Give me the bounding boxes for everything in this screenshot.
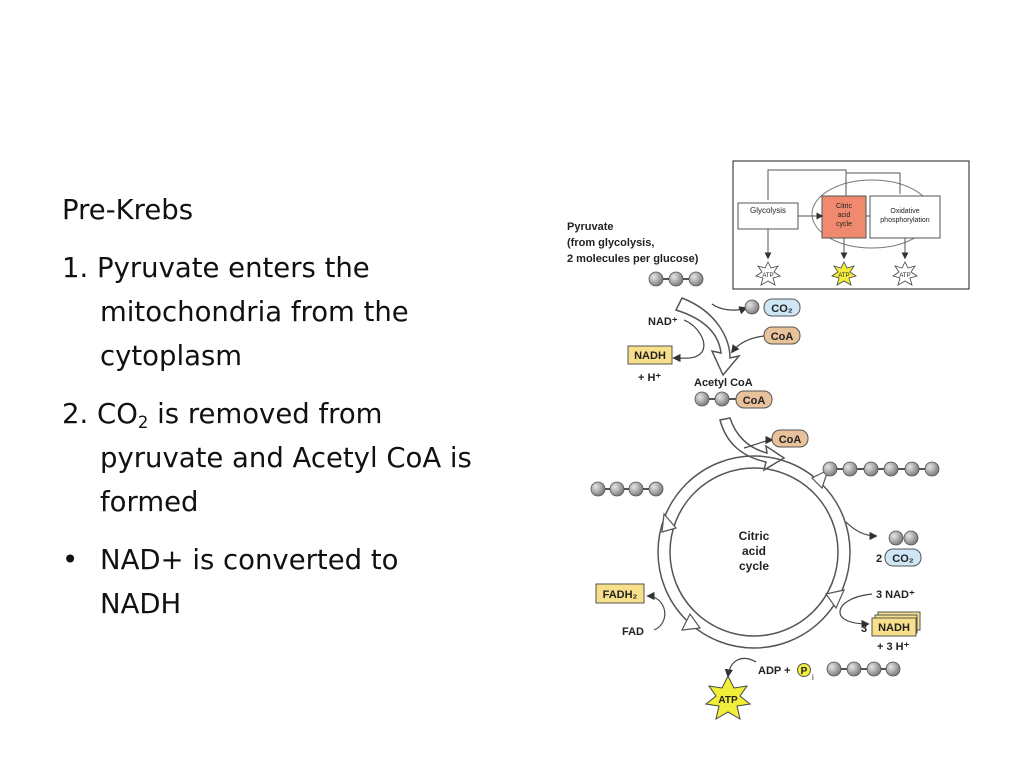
svg-text:ADP +: ADP + [758, 665, 791, 677]
svg-text:3 NAD⁺: 3 NAD⁺ [876, 589, 915, 601]
svg-text:CoA: CoA [743, 395, 766, 407]
svg-text:NADH: NADH [878, 622, 910, 634]
svg-text:ATP: ATP [762, 273, 773, 279]
svg-text:ATP: ATP [899, 273, 910, 279]
svg-text:Citric: Citric [739, 529, 770, 543]
svg-text:cycle: cycle [739, 559, 769, 573]
svg-text:Acetyl CoA: Acetyl CoA [694, 377, 753, 389]
co2-badge [884, 548, 922, 567]
atp-star-icon [704, 674, 752, 721]
svg-text:NADH: NADH [634, 350, 666, 362]
list-item-2: 2. CO2 is removed from pyruvate and Acet… [62, 398, 472, 518]
item-number: 1. [62, 252, 89, 284]
svg-text:Citric: Citric [836, 203, 852, 210]
list-item-1: 1. Pyruvate enters the mitochondria from… [62, 252, 409, 372]
pyruvate-label: Pyruvate [567, 221, 613, 233]
svg-text:CoA: CoA [771, 331, 794, 343]
pyruvate-molecule [648, 271, 704, 287]
svg-text:i: i [812, 673, 814, 682]
conversion-arrow [674, 297, 742, 377]
coa-badge [771, 429, 809, 448]
co2-badge [763, 298, 801, 317]
svg-text:phosphorylation: phosphorylation [880, 217, 930, 224]
carbon-atom [888, 530, 904, 546]
svg-text:Glycolysis: Glycolysis [750, 206, 786, 215]
fadh2-box [595, 583, 645, 604]
heading: Pre-Krebs [62, 194, 194, 226]
svg-text:P: P [801, 666, 808, 677]
inset-overview: Glycolysis Citric acid cycle Oxidative p… [732, 160, 970, 290]
svg-text:acid: acid [742, 544, 766, 558]
svg-text:2 molecules per glucose): 2 molecules per glucose) [567, 253, 699, 265]
four-carbon-molecule [826, 661, 901, 677]
four-carbon-molecule [590, 481, 664, 497]
svg-text:(from glycolysis,: (from glycolysis, [567, 237, 654, 249]
svg-text:CoA: CoA [779, 434, 802, 446]
svg-text:2: 2 [876, 553, 882, 565]
nadh-box [871, 617, 917, 637]
svg-text:FADH₂: FADH₂ [603, 589, 638, 601]
svg-text:NAD⁺: NAD⁺ [648, 316, 678, 328]
item-number: 2. [62, 398, 89, 430]
svg-text:CO₂: CO₂ [892, 553, 914, 565]
slide-text: Pre-Krebs 1. Pyruvate enters the mitocho… [62, 188, 482, 640]
svg-text:+ H⁺: + H⁺ [638, 372, 661, 384]
acetyl-coa-molecule: CoA [694, 390, 773, 409]
atp-star-icon [831, 261, 857, 286]
coa-badge [763, 326, 801, 345]
svg-text:CO₂: CO₂ [771, 303, 793, 315]
svg-text:cycle: cycle [836, 221, 852, 228]
svg-text:acid: acid [838, 212, 851, 219]
six-carbon-molecule [822, 461, 940, 477]
carbon-atom [903, 530, 919, 546]
nadh-box [627, 345, 673, 365]
atp-star-icon [892, 261, 918, 286]
bullet-icon: • [62, 544, 79, 576]
bullet-item: •NAD+ is converted to NADH [62, 538, 482, 626]
phosphate-icon [797, 663, 811, 677]
svg-text:FAD: FAD [622, 626, 644, 638]
svg-text:3: 3 [861, 623, 867, 635]
svg-text:Oxidative: Oxidative [890, 208, 919, 215]
svg-text:+ 3 H⁺: + 3 H⁺ [877, 641, 910, 653]
atp-star-icon [755, 261, 781, 286]
oxidative-phosphorylation-box [869, 195, 941, 239]
glycolysis-box [737, 202, 799, 230]
svg-text:ATP: ATP [718, 695, 738, 706]
svg-text:ATP: ATP [838, 273, 849, 279]
carbon-atom [744, 299, 760, 315]
citric-acid-cycle-ring [657, 455, 851, 649]
